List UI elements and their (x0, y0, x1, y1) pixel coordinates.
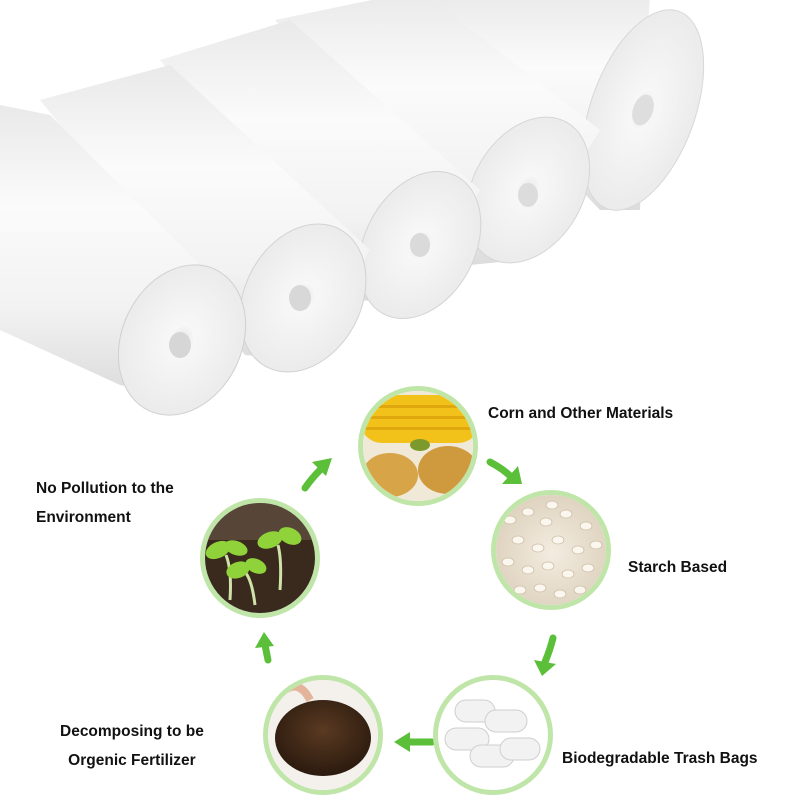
step-corn-label: Corn and Other Materials (488, 405, 674, 422)
step-bags-label: Biodegradable Trash Bags (562, 750, 758, 767)
step-environment-image (200, 498, 320, 618)
arrow-fertilizer-to-environment (255, 632, 274, 664)
step-starch-label: Starch Based (628, 559, 728, 576)
step-fertilizer-image (263, 675, 383, 795)
roll-1 (0, 105, 247, 416)
step-corn-image (358, 386, 478, 506)
roll-3 (160, 20, 482, 320)
arrow-environment-to-corn (301, 458, 332, 492)
step-starch-image (491, 490, 611, 610)
arrow-corn-to-starch (486, 458, 522, 484)
roll-2 (40, 65, 370, 373)
cycle-arrows (255, 458, 557, 752)
roll-4 (275, 0, 600, 265)
arrow-starch-to-bags (534, 634, 557, 676)
arrow-bags-to-fertilizer (394, 732, 436, 752)
step-fertilizer-label: Decomposing to be Orgenic Fertilizer (60, 723, 204, 769)
hero-bag-rolls (0, 0, 705, 416)
step-bags-image (433, 675, 553, 795)
step-environment-label: No Pollution to the Environment (36, 480, 174, 526)
